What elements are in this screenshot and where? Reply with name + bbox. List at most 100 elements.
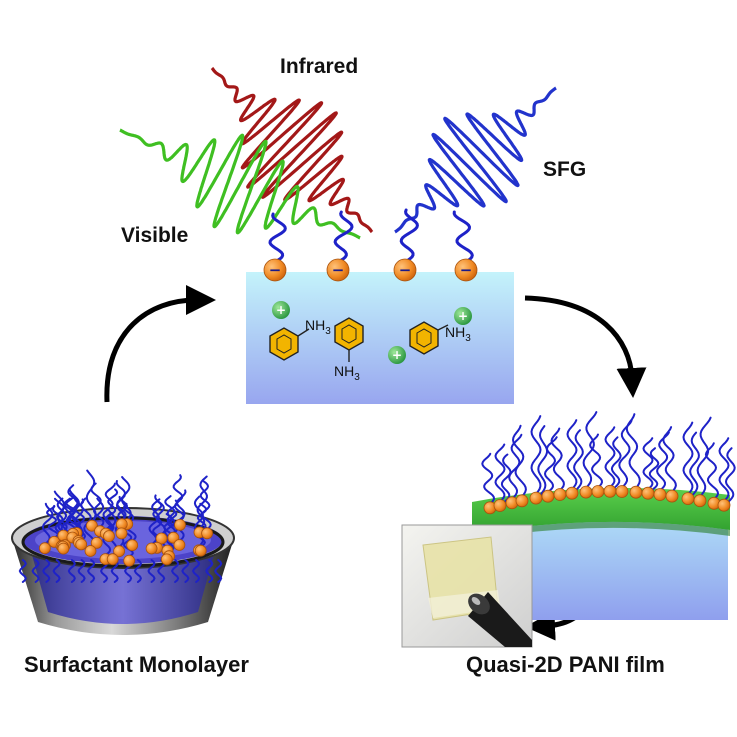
- infrared-label: Infrared: [280, 55, 359, 78]
- cation: [454, 307, 472, 325]
- infrared-beam: [210, 66, 374, 234]
- negative-charge-label: −: [269, 261, 282, 279]
- headgroup: [393, 258, 417, 282]
- surfactant-tail: [494, 443, 506, 503]
- headgroup: [493, 499, 507, 512]
- headgroup: [263, 258, 287, 282]
- monolayer-headgroups: [39, 518, 214, 567]
- monolayer-surfactant-tails: [18, 469, 223, 583]
- headgroup: [653, 488, 667, 501]
- headgroup: [173, 539, 186, 551]
- surfactant-tail: [18, 559, 27, 583]
- surfactant-tail: [604, 426, 616, 489]
- headgroup: [693, 494, 707, 508]
- interface-headgroups: −−−−: [263, 258, 478, 282]
- headgroup: [86, 519, 98, 532]
- headgroup: [106, 553, 119, 566]
- visible-beam: [118, 128, 362, 240]
- surfactant-tail: [86, 559, 96, 583]
- headgroup: [603, 484, 617, 498]
- surfactant-tail: [537, 425, 549, 496]
- headgroup: [454, 258, 478, 282]
- negative-charge-label: −: [399, 261, 412, 279]
- surfactant-tail: [74, 498, 87, 542]
- surfactant-tail: [618, 419, 633, 489]
- aniline-molecule: [334, 317, 364, 362]
- surfactant-tail: [550, 427, 565, 492]
- surfactant-tail: [67, 484, 81, 530]
- arrow-monolayer-to-interface: [104, 285, 216, 403]
- film-headgroups: [483, 484, 731, 515]
- surfactant-tail: [196, 502, 208, 548]
- headgroup: [194, 544, 207, 557]
- headgroup: [39, 542, 51, 555]
- surfactant-tail: [696, 416, 712, 498]
- surfactant-tail: [268, 212, 287, 264]
- headgroup: [326, 258, 350, 282]
- arrow-interface-to-film: [524, 295, 647, 398]
- visible-label: Visible: [121, 224, 189, 247]
- headgroup: [123, 554, 136, 567]
- headgroup: [75, 538, 88, 551]
- headgroup: [579, 485, 593, 499]
- pani-film-water: [472, 487, 730, 620]
- surfactant-tail: [573, 429, 584, 491]
- interface-surfactant-tails: [268, 208, 474, 264]
- surfactant-tail: [642, 437, 654, 491]
- surfactant-tail: [481, 452, 496, 505]
- surfactant-tail: [648, 447, 660, 491]
- surfactant-tail: [196, 475, 208, 530]
- surfactant-tail: [133, 559, 142, 583]
- headgroup: [665, 489, 679, 503]
- surfactant-tail: [42, 559, 51, 583]
- surfactant-tail: [170, 559, 180, 583]
- surfactant-tail: [511, 424, 527, 498]
- headgroup: [529, 491, 543, 505]
- positive-charge-label: +: [392, 348, 402, 362]
- surfactant-monolayer-label: Surfactant Monolayer: [24, 652, 249, 677]
- headgroup: [57, 542, 70, 555]
- surfactant-tail: [31, 559, 40, 583]
- surfactant-tail: [500, 453, 512, 503]
- cation: [388, 346, 406, 364]
- headgroup: [591, 485, 605, 498]
- headgroup: [103, 530, 115, 542]
- surfactant-tail: [172, 474, 185, 522]
- headgroup: [717, 498, 731, 512]
- surfactant-tail: [682, 421, 694, 496]
- negative-charge-label: −: [332, 261, 345, 279]
- surfactant-tail: [718, 437, 730, 503]
- amine-label-1: NH3: [305, 317, 331, 337]
- surfactant-tail: [199, 480, 212, 531]
- surfactant-tail: [610, 436, 622, 489]
- surfactant-tail: [181, 559, 190, 583]
- surfactant-tail: [105, 488, 119, 534]
- headgroup: [641, 486, 655, 500]
- headgroup: [155, 532, 168, 545]
- headgroup: [515, 494, 529, 508]
- surfactant-tail: [566, 419, 578, 491]
- surfactant-tail: [625, 413, 641, 490]
- headgroup: [115, 527, 128, 540]
- headgroup: [615, 485, 629, 498]
- film-surfactant-tails: [481, 411, 736, 505]
- headgroup: [541, 489, 555, 503]
- surfactant-tail: [530, 415, 542, 496]
- pani-film-photo: [401, 524, 533, 648]
- amine-label-2: NH3: [334, 363, 360, 383]
- surfactant-tail: [399, 208, 419, 264]
- surfactant-tail: [52, 559, 61, 583]
- headgroup: [126, 539, 139, 552]
- surfactant-tail: [333, 210, 354, 264]
- surfactant-tail: [147, 559, 156, 583]
- headgroup: [681, 492, 695, 506]
- headgroup: [565, 486, 579, 500]
- surfactant-tail: [110, 559, 119, 583]
- headgroup: [629, 485, 643, 499]
- surfactant-tail: [77, 559, 86, 583]
- sfg-label: SFG: [543, 158, 587, 181]
- headgroup: [201, 527, 214, 540]
- amine-label-3: NH3: [445, 324, 471, 344]
- surfactant-tail: [205, 559, 214, 583]
